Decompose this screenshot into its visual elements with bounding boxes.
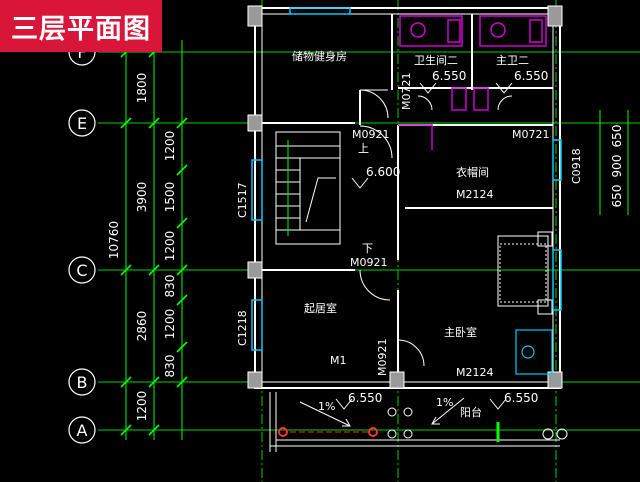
elevation-markers — [335, 82, 513, 410]
elev-balcony-right: 6.550 — [504, 391, 538, 405]
door-label-1: M0721 — [400, 73, 413, 111]
title-badge: 三层平面图 — [0, 0, 162, 52]
right-dimension-lines — [599, 110, 629, 215]
dim-detail-4: 830 — [163, 275, 177, 298]
door-label-5: M0921 — [350, 256, 388, 269]
drawing-title: 三层平面图 — [11, 13, 151, 45]
axis-label-f: F — [77, 43, 86, 62]
bed — [497, 231, 553, 315]
door-label-8: M2124 — [456, 366, 494, 379]
axis-bubble-c — [68, 256, 96, 284]
slope-arrows — [299, 397, 465, 427]
room-label-master-bedroom: 主卧室 — [444, 325, 477, 339]
room-label-bathroom-2: 卫生间二 — [414, 53, 458, 67]
bathtub — [515, 329, 553, 375]
door-label-6: M1 — [330, 354, 347, 367]
stair-up-label: 上 — [358, 142, 369, 155]
axis-label-c: C — [76, 261, 87, 280]
elev-master-bath-2: 6.550 — [514, 69, 548, 83]
elev-stair-landing: 6.600 — [366, 165, 400, 179]
dim-seg-3: 2860 — [135, 311, 149, 342]
axis-label-a: A — [77, 421, 88, 440]
balcony — [269, 392, 568, 452]
axis-grid-lines — [98, 0, 640, 482]
dim-seg-4: 1200 — [135, 391, 149, 422]
door-label-4: M2124 — [456, 188, 494, 201]
axis-bubble-a — [68, 416, 96, 444]
dim-detail-1: 1200 — [163, 131, 177, 162]
door-swings — [359, 89, 513, 367]
elev-balcony-left: 6.550 — [348, 391, 382, 405]
dim-right-1: 650 — [610, 125, 624, 148]
window-label-c1517: C1517 — [236, 182, 249, 218]
windows — [251, 7, 562, 351]
elev-bathroom-2: 6.550 — [432, 69, 466, 83]
dim-detail-6: 830 — [163, 355, 177, 378]
left-dimension-lines — [120, 40, 188, 440]
dim-seg-2: 3900 — [135, 182, 149, 213]
window-label-c0918: C0918 — [570, 148, 583, 184]
axis-bubble-b — [68, 368, 96, 396]
axis-label-b: B — [77, 373, 88, 392]
balcony-railing-marks — [278, 427, 378, 437]
slope-label-right: 1% — [436, 396, 453, 409]
bathroom-fixtures — [398, 15, 547, 150]
room-label-storage-gym: 储物健身房 — [292, 49, 347, 63]
dim-detail-5: 1200 — [163, 309, 177, 340]
slope-label-left: 1% — [318, 400, 335, 413]
axis-label-e: E — [77, 114, 87, 133]
room-label-living-room: 起居室 — [304, 301, 337, 315]
axis-bubble-e — [68, 109, 96, 137]
room-label-cloakroom: 衣帽间 — [456, 165, 489, 179]
interior-walls — [262, 14, 553, 382]
door-label-3: M0721 — [512, 128, 550, 141]
door-label-7: M0921 — [376, 339, 389, 377]
stair-down-label: 下 — [362, 242, 373, 255]
dim-right-3: 650 — [610, 185, 624, 208]
dim-detail-3: 1200 — [163, 231, 177, 262]
room-label-balcony: 阳台 — [460, 405, 482, 419]
dim-seg-1: 1800 — [135, 73, 149, 104]
window-label-c1218: C1218 — [236, 310, 249, 346]
wall-columns — [247, 5, 563, 389]
stair — [275, 131, 341, 245]
room-label-master-bath-2: 主卫二 — [496, 54, 529, 67]
dim-total: 10760 — [107, 221, 121, 259]
door-label-2: M0921 — [352, 128, 390, 141]
dim-right-2: 900 — [610, 155, 624, 178]
dim-detail-2: 1500 — [163, 182, 177, 213]
